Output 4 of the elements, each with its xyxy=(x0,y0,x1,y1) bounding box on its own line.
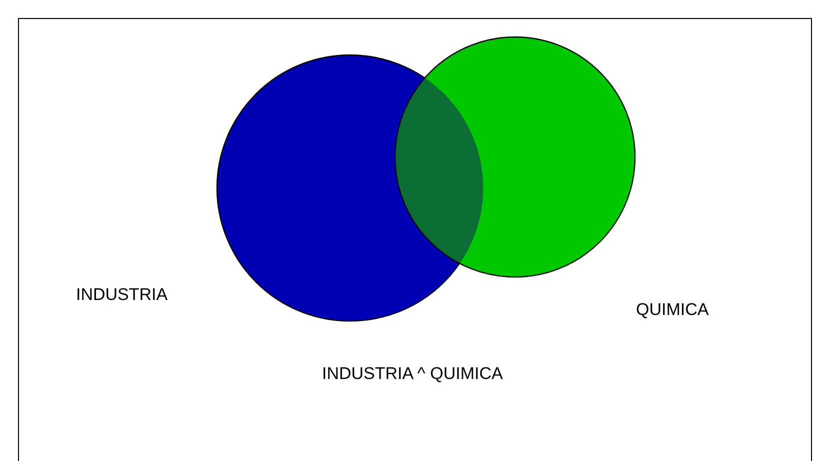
set-label: QUIMICA xyxy=(636,300,709,320)
set-label: INDUSTRIA xyxy=(76,285,168,305)
set-circle xyxy=(394,36,636,278)
intersection-label: INDUSTRIA ^ QUIMICA xyxy=(322,364,503,384)
